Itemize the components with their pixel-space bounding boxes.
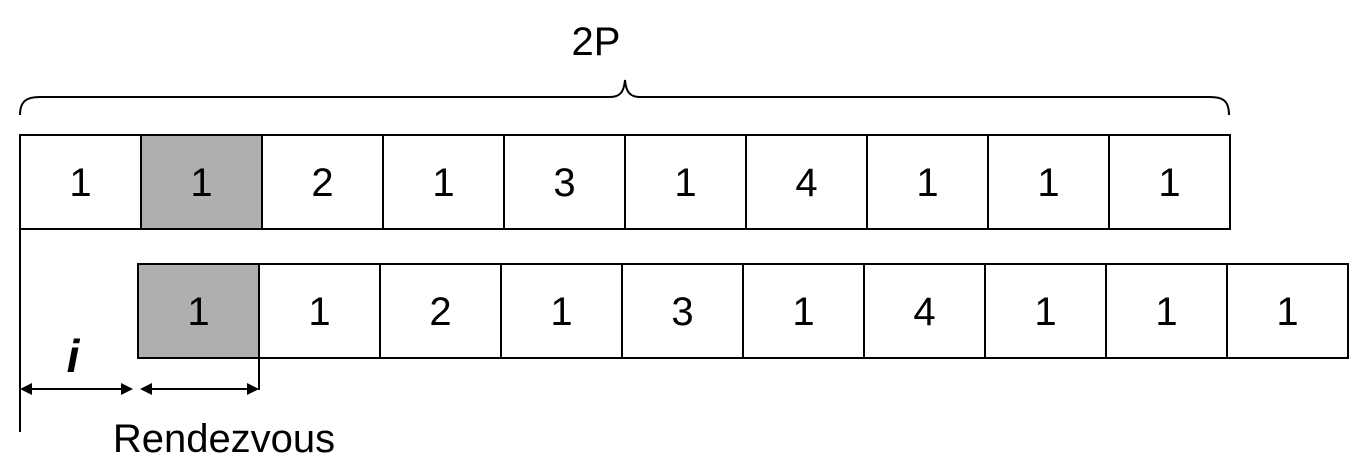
cell-value: 1: [1155, 290, 1177, 334]
cell-box: [742, 263, 865, 359]
period-label: 2P: [572, 20, 621, 64]
rendezvous-label: Rendezvous: [113, 417, 335, 461]
top-row-cell: 1: [866, 134, 989, 230]
cell-value: 1: [1276, 290, 1298, 334]
cell-box: [624, 134, 747, 230]
top-row-cell: 2: [261, 134, 384, 230]
cell-value: 1: [674, 161, 696, 205]
bottom-row-cell: 1: [984, 263, 1107, 359]
cell-value: 1: [308, 290, 330, 334]
cell-box: [745, 134, 868, 230]
cell-value: 3: [671, 290, 693, 334]
cell-box: [1226, 263, 1349, 359]
cell-value: 2: [429, 290, 451, 334]
cell-box: [500, 263, 623, 359]
bottom-row-cell: 1: [500, 263, 623, 359]
bottom-row-cell: 1: [137, 263, 260, 359]
cell-value: 1: [1037, 161, 1059, 205]
cell-value: 1: [432, 161, 454, 205]
top-row-cell: 4: [745, 134, 868, 230]
cell-value: 4: [795, 161, 817, 205]
cell-box: [261, 134, 384, 230]
bottom-row-cell: 1: [742, 263, 865, 359]
top-row-cell: 1: [140, 134, 263, 230]
bottom-row-cell: 2: [379, 263, 502, 359]
cell-box: [19, 134, 142, 230]
cell-box: [1105, 263, 1228, 359]
cell-value: 1: [69, 161, 91, 205]
cell-value: 1: [1158, 161, 1180, 205]
cell-value: 1: [916, 161, 938, 205]
period-brace: [19, 79, 1230, 116]
bottom-row-cell: 1: [1105, 263, 1228, 359]
top-row-cell: 3: [503, 134, 626, 230]
bottom-row-cell: 1: [1226, 263, 1349, 359]
cell-box: [863, 263, 986, 359]
cell-box: [866, 134, 989, 230]
cell-box: [258, 263, 381, 359]
cell-value: 1: [550, 290, 572, 334]
cell-value: 2: [311, 161, 333, 205]
top-row-cell: 1: [987, 134, 1110, 230]
top-row-cell: 1: [1108, 134, 1231, 230]
cell-value: 1: [792, 290, 814, 334]
cell-box: [379, 263, 502, 359]
cell-value: 1: [187, 290, 209, 334]
top-sequence: 1 1 2 1 3 1 4 1 1 1: [19, 134, 1231, 230]
bottom-row-cell: 1: [258, 263, 381, 359]
cell-box: [1108, 134, 1231, 230]
top-row-cell: 1: [624, 134, 747, 230]
bottom-row-cell: 3: [621, 263, 744, 359]
offset-label: i: [67, 330, 81, 382]
bottom-sequence: 1 1 2 1 3 1 4 1 1 1: [137, 263, 1349, 359]
cell-value: 3: [553, 161, 575, 205]
bottom-row-cell: 4: [863, 263, 986, 359]
cell-value: 4: [913, 290, 935, 334]
highlighted-cell-box: [140, 134, 263, 230]
cell-box: [503, 134, 626, 230]
cell-box: [984, 263, 1107, 359]
top-row-cell: 1: [382, 134, 505, 230]
cell-box: [987, 134, 1110, 230]
cell-value: 1: [190, 161, 212, 205]
top-row-cell: 1: [19, 134, 142, 230]
cell-value: 1: [1034, 290, 1056, 334]
